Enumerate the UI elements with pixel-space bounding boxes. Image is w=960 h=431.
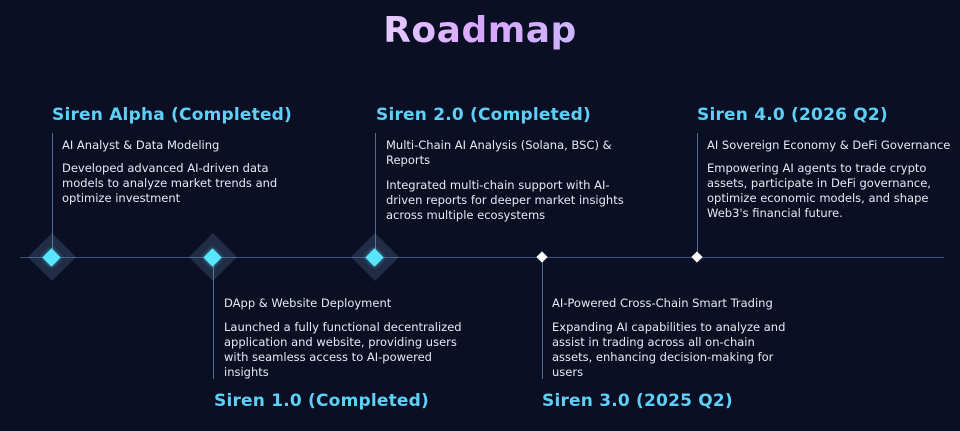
milestone-2-0-connector (375, 133, 376, 257)
timeline-axis (20, 257, 944, 258)
milestone-alpha-description: Developed advanced AI-driven data models… (62, 161, 278, 205)
milestone-alpha-title: Siren Alpha (Completed) (52, 105, 293, 125)
milestone-3-0-title: Siren 3.0 (2025 Q2) (542, 391, 733, 411)
milestone-1-0-connector (213, 257, 214, 379)
milestone-3-0-connector (542, 257, 543, 379)
milestone-1-0-title: Siren 1.0 (Completed) (214, 391, 429, 411)
milestone-alpha-subtitle: AI Analyst & Data Modeling (62, 138, 220, 152)
milestone-3-0-marker (536, 251, 548, 263)
milestone-2-0-subtitle: Multi-Chain AI Analysis (Solana, BSC) & … (386, 138, 612, 167)
milestone-4-0-connector (697, 133, 698, 257)
milestone-1-0-description: Launched a fully functional decentralize… (224, 320, 462, 379)
milestone-2-0-title: Siren 2.0 (Completed) (376, 105, 591, 125)
milestone-4-0-title: Siren 4.0 (2026 Q2) (697, 105, 888, 125)
milestone-alpha-connector (52, 133, 53, 257)
milestone-3-0-description: Expanding AI capabilities to analyze and… (552, 320, 786, 379)
milestone-4-0-marker (691, 251, 703, 263)
milestone-4-0-subtitle: AI Sovereign Economy & DeFi Governance (707, 138, 951, 152)
milestone-4-0-description: Empowering AI agents to trade crypto ass… (707, 161, 931, 220)
milestone-1-0-subtitle: DApp & Website Deployment (224, 296, 392, 310)
milestone-2-0-description: Integrated multi-chain support with AI- … (386, 178, 624, 222)
page-title: Roadmap (0, 10, 960, 51)
milestone-3-0-subtitle: AI-Powered Cross-Chain Smart Trading (552, 296, 773, 310)
